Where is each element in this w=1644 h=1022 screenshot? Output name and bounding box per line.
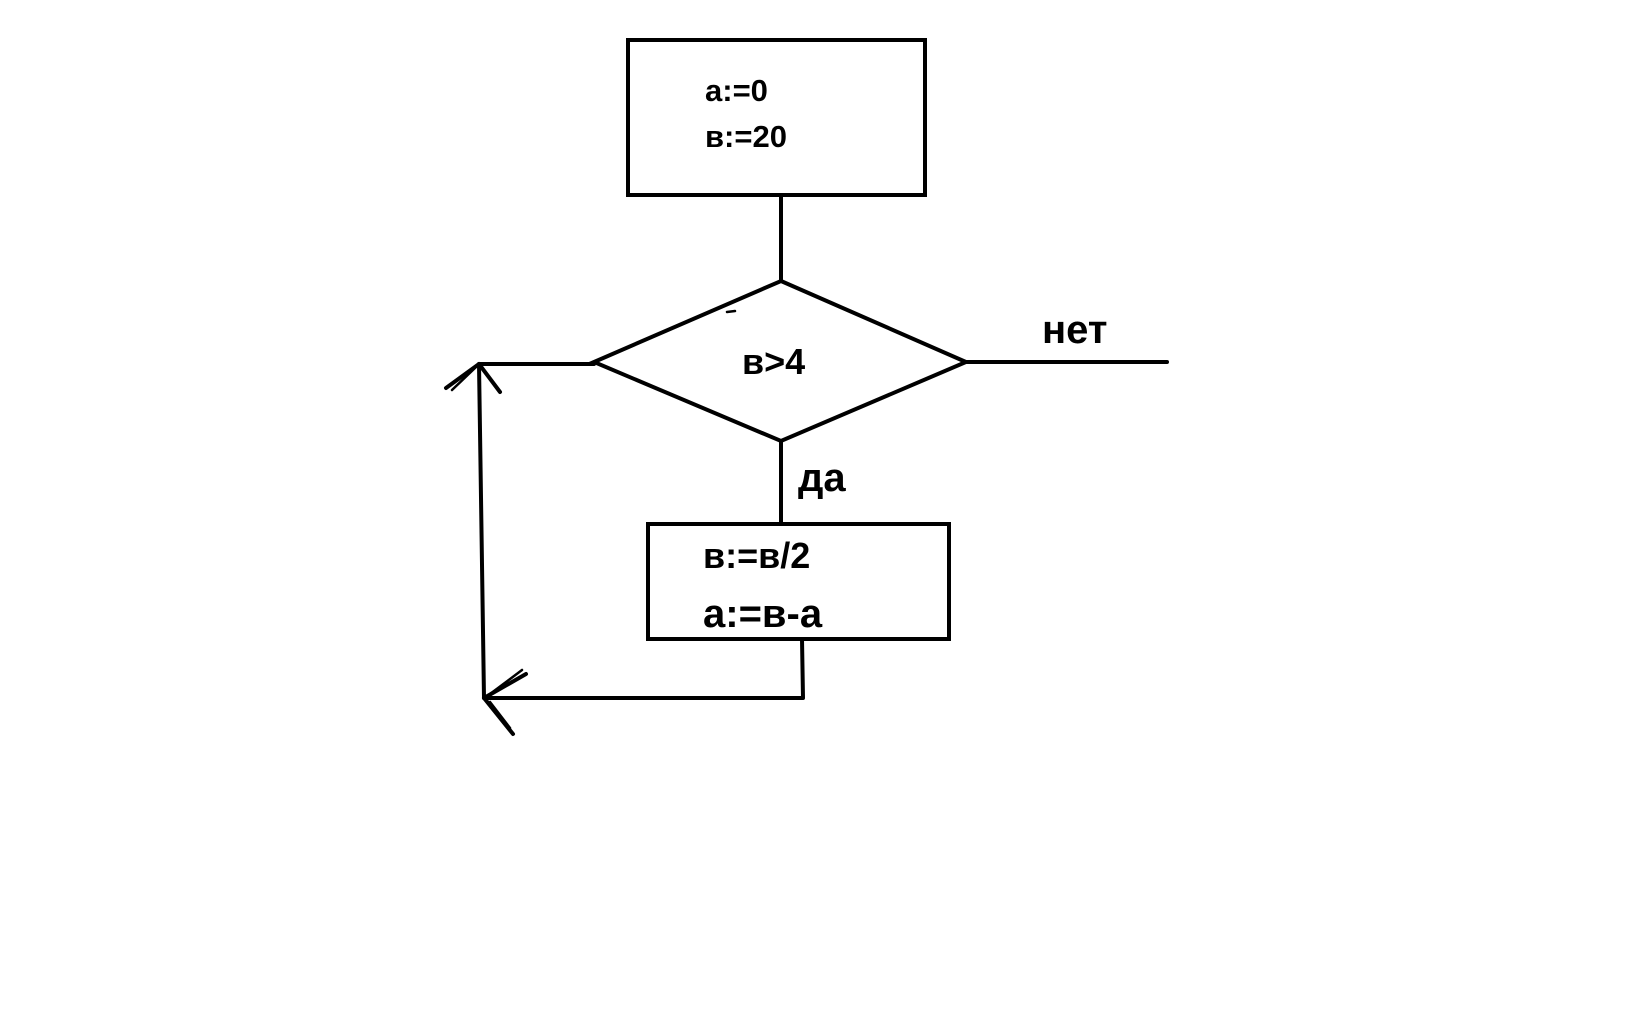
init-block	[626, 38, 927, 197]
body-line-b: в:=в/2	[703, 535, 810, 576]
stray-mark	[725, 309, 737, 314]
init-line-a: а:=0	[705, 73, 768, 108]
body-line-a: а:=в-а	[703, 592, 823, 636]
label-no: нет	[1042, 308, 1107, 352]
loop-arrowhead-left	[482, 668, 528, 736]
init-line-b: в:=20	[705, 119, 787, 154]
condition-label: в>4	[742, 341, 805, 382]
label-yes: да	[798, 456, 846, 500]
loop-arrowhead-up	[444, 362, 502, 394]
body-block	[646, 522, 951, 641]
